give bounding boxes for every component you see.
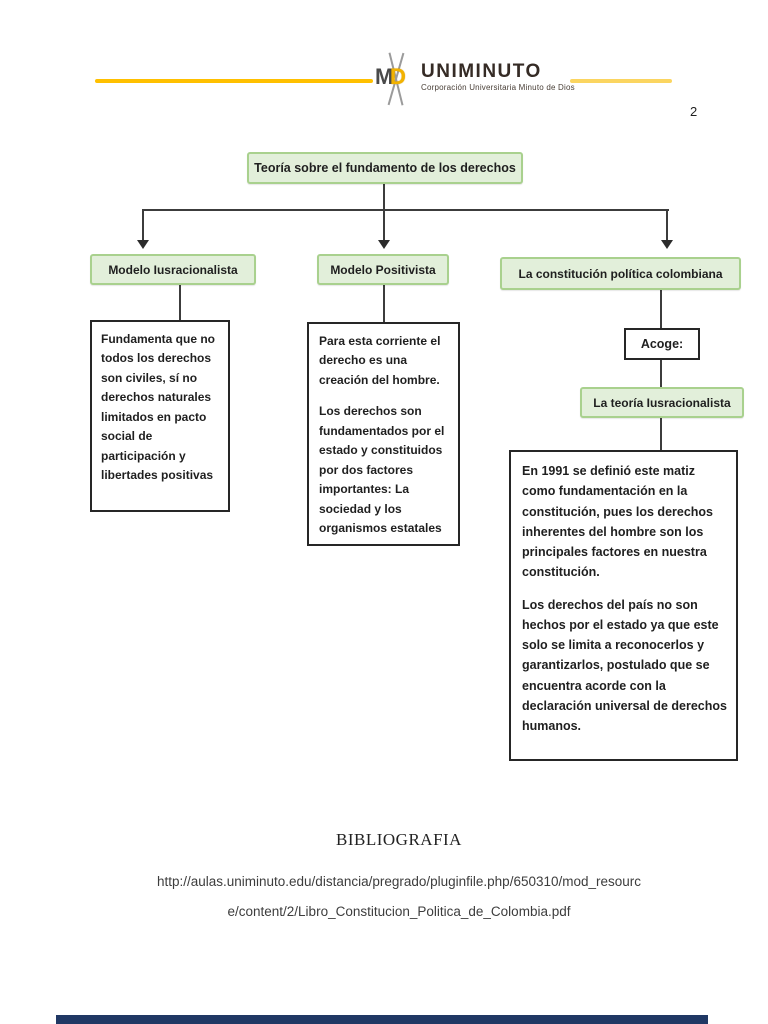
note-paragraph: Los derechos del país no son hechos por … (522, 597, 727, 734)
connector-root-stem (383, 184, 385, 210)
node-constitucion-colombiana: La constitución política colombiana (500, 257, 741, 290)
note-positivista: Para esta corriente el derecho es una cr… (307, 322, 460, 546)
connector-branch-rail (143, 209, 669, 211)
connector-iusracionalista-note (179, 285, 181, 320)
node-teoria-iusracionalista: La teoría Iusracionalista (580, 387, 744, 418)
arrow-down-icon (137, 240, 149, 249)
header-rule-left (95, 79, 373, 83)
note-paragraph: Para esta corriente el derecho es una cr… (319, 334, 441, 387)
node-root-label: Teoría sobre el fundamento de los derech… (254, 161, 516, 175)
node-root-teoria-fundamento: Teoría sobre el fundamento de los derech… (247, 152, 523, 184)
arrow-down-icon (661, 240, 673, 249)
connector-drop-right (666, 209, 668, 240)
logo-wordmark: UNIMINUTO (421, 61, 542, 82)
node-label: Modelo Iusracionalista (108, 262, 238, 277)
note-paragraph: Los derechos son fundamentados por el es… (319, 404, 445, 535)
connector-acoge-teoria (660, 360, 662, 387)
node-modelo-positivista: Modelo Positivista (317, 254, 449, 285)
logo-letter-d: D (390, 64, 406, 89)
bibliography-section: BIBLIOGRAFIA http://aulas.uniminuto.edu/… (60, 830, 738, 926)
note-constitucion: En 1991 se definió este matiz como funda… (509, 450, 738, 761)
page-number: 2 (690, 104, 698, 119)
bibliography-url: http://aulas.uniminuto.edu/distancia/pre… (60, 867, 738, 926)
node-label: Modelo Positivista (330, 262, 436, 277)
node-label: La teoría Iusracionalista (593, 395, 731, 410)
note-paragraph: En 1991 se definió este matiz como funda… (522, 464, 714, 580)
bibliography-url-line-2: e/content/2/Libro_Constitucion_Politica_… (227, 903, 571, 919)
node-modelo-iusracionalista: Modelo Iusracionalista (90, 254, 256, 285)
connector-drop-middle (383, 209, 385, 240)
connector-constitucion-acoge (660, 290, 662, 328)
node-acoge: Acoge: (624, 328, 700, 360)
arrow-down-icon (378, 240, 390, 249)
uniminuto-logo: M D UNIMINUTO Corporación Universitaria … (374, 52, 575, 106)
logo-text: UNIMINUTO Corporación Universitaria Minu… (421, 56, 575, 92)
note-paragraph: Fundamenta que no todos los derechos son… (101, 332, 215, 483)
connector-teoria-note (660, 418, 662, 450)
header-rule-right (570, 79, 672, 83)
logo-letter-m: M (375, 64, 394, 89)
connector-drop-left (142, 209, 144, 240)
bibliography-title: BIBLIOGRAFIA (336, 830, 462, 849)
note-iusracionalista: Fundamenta que no todos los derechos son… (90, 320, 230, 512)
logo-tagline: Corporación Universitaria Minuto de Dios (421, 83, 575, 92)
node-label: Acoge: (640, 337, 684, 351)
logo-mark: M D (374, 52, 418, 106)
footer-bar (56, 1015, 708, 1024)
connector-positivista-note (383, 285, 385, 322)
bibliography-url-line-1: http://aulas.uniminuto.edu/distancia/pre… (156, 874, 642, 889)
node-label: La constitución política colombiana (518, 266, 723, 281)
